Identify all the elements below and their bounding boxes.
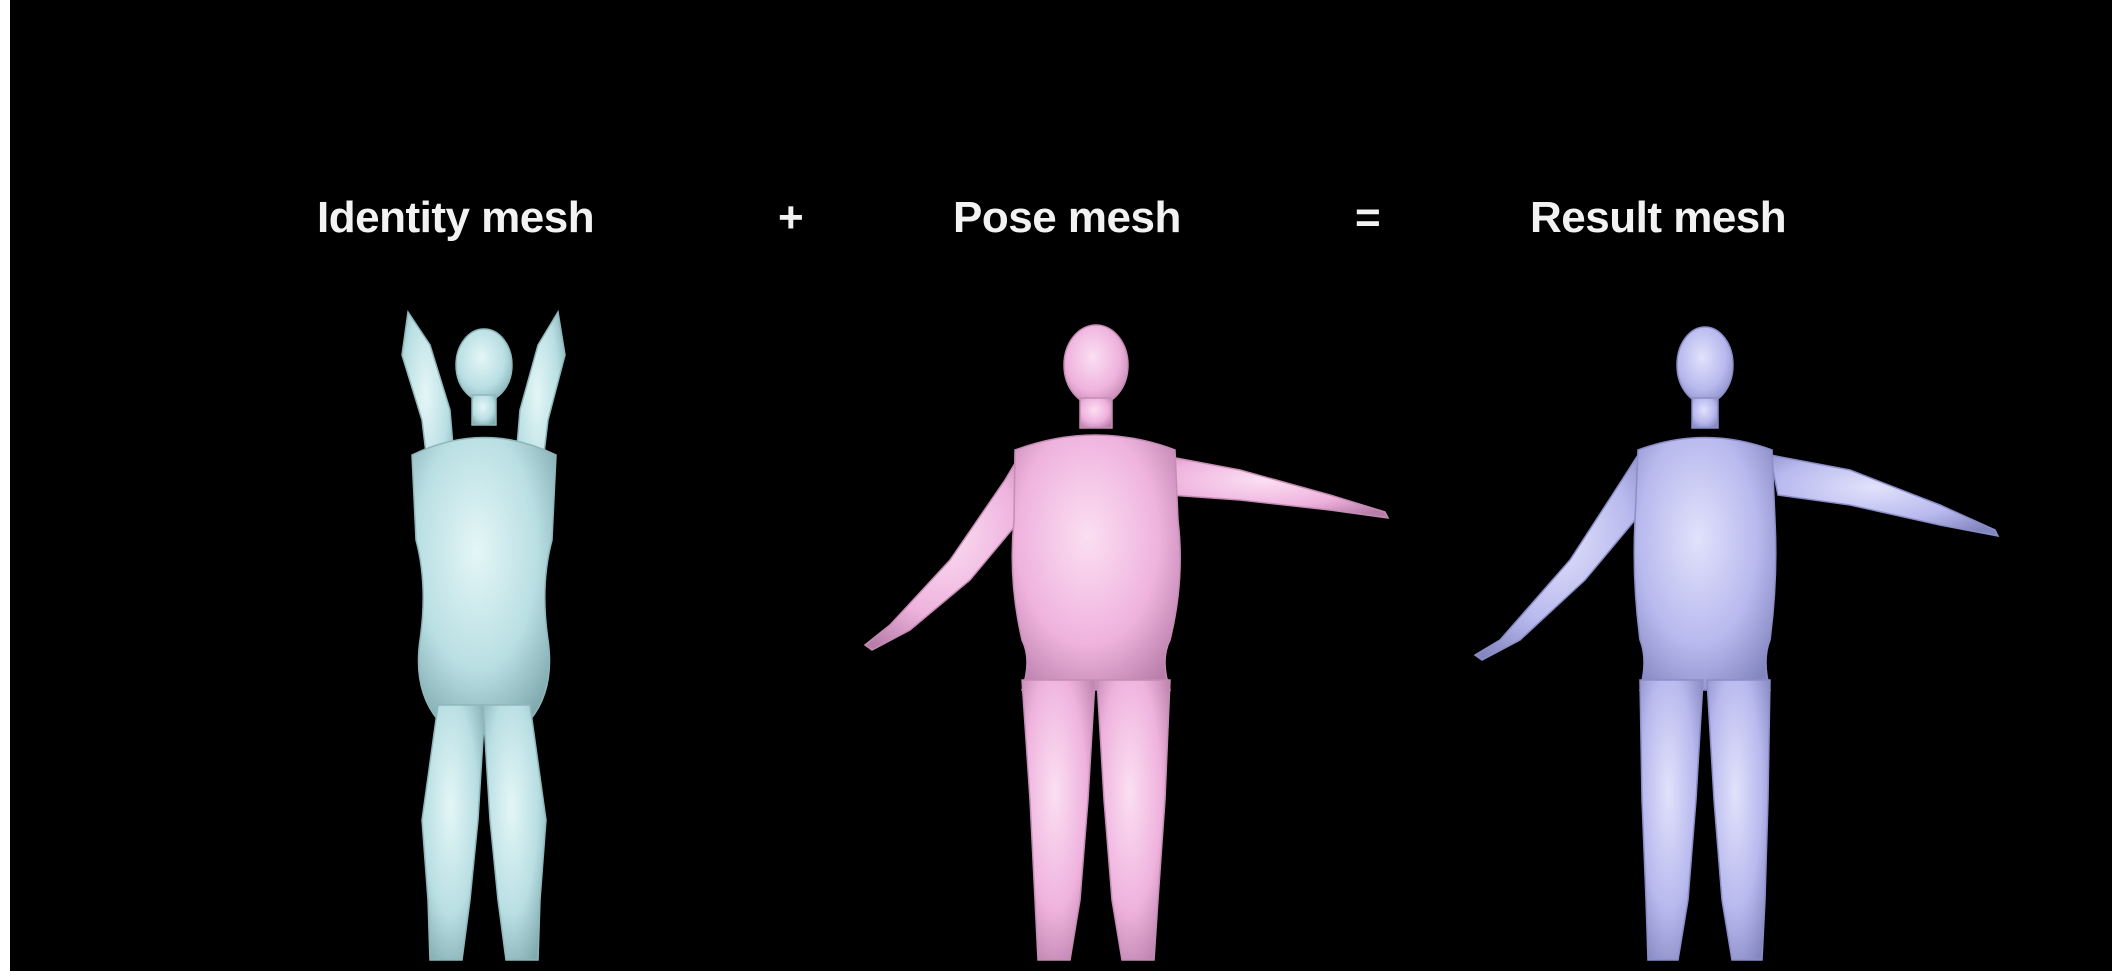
- video-frame: Identity mesh + Pose mesh = Result mesh: [10, 0, 2112, 971]
- identity-mesh-figure: [402, 312, 565, 960]
- pose-mesh-figure: [865, 325, 1388, 960]
- result-mesh-figure: [1475, 327, 1998, 960]
- mesh-figures: [10, 0, 2112, 971]
